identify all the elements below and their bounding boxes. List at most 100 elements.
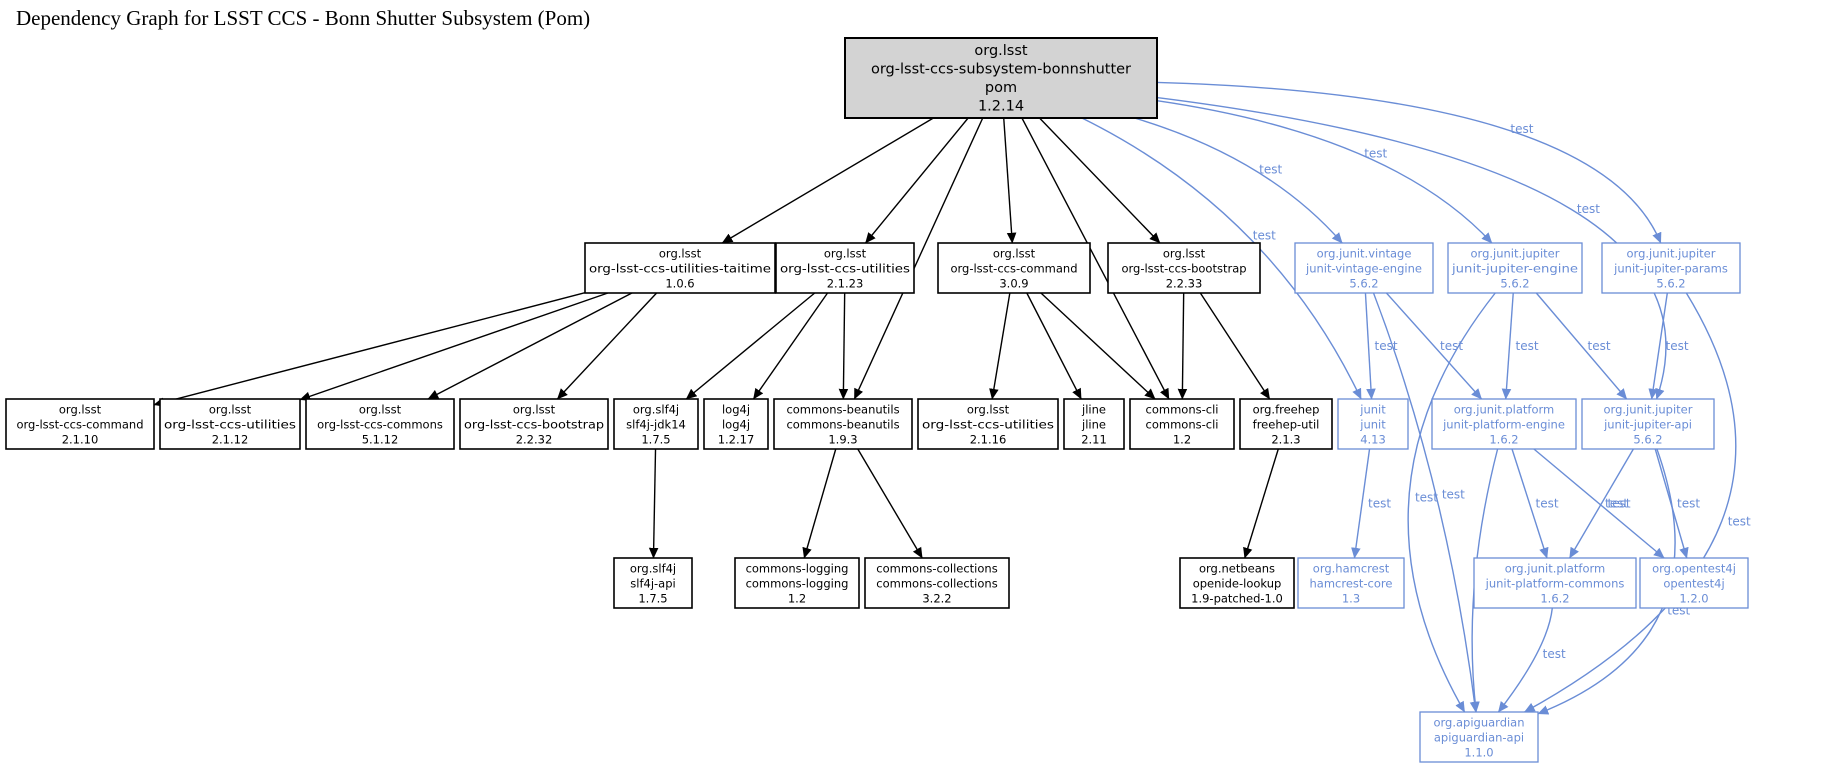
node-box[interactable] xyxy=(937,242,1091,294)
edge-scope-label: test xyxy=(1442,487,1465,501)
node-root[interactable]: org.lsstorg-lsst-ccs-subsystem-bonnshutt… xyxy=(844,37,1158,119)
edge-taitime-bootstrap2232 xyxy=(556,292,658,400)
edge-scope-label: test xyxy=(1510,122,1533,136)
node-box[interactable] xyxy=(613,398,699,450)
node-platformEngine[interactable]: org.junit.platformjunit-platform-engine1… xyxy=(1431,398,1577,450)
node-box[interactable] xyxy=(459,398,609,450)
edge-root-utilities23 xyxy=(864,117,969,244)
edge-scope-label: test xyxy=(1259,162,1282,176)
node-box[interactable] xyxy=(773,398,913,450)
edge-platformEngine-opentest4j xyxy=(1533,448,1665,559)
node-box[interactable] xyxy=(864,557,1010,609)
graph-title: Dependency Graph for LSST CCS - Bonn Shu… xyxy=(16,6,591,30)
edge-scope-label: test xyxy=(1368,497,1391,511)
node-box[interactable] xyxy=(1473,557,1637,609)
node-box[interactable] xyxy=(1337,398,1409,450)
node-box[interactable] xyxy=(1297,557,1405,609)
edge-jupiterEngine-apiguardian xyxy=(1407,292,1496,713)
node-box[interactable] xyxy=(917,398,1059,450)
edge-bootstrap233-freehep xyxy=(1199,292,1271,400)
node-box[interactable] xyxy=(1179,557,1295,609)
edge-scope-label: test xyxy=(1253,228,1276,242)
node-box[interactable] xyxy=(1107,242,1261,294)
node-box[interactable] xyxy=(775,242,915,294)
edge-taitime-commons5112 xyxy=(427,292,633,400)
edge-scope-label: test xyxy=(1605,497,1628,511)
node-box[interactable] xyxy=(1431,398,1577,450)
edge-root-jupiterApi xyxy=(1156,96,1667,400)
edge-root-params xyxy=(1156,81,1662,244)
node-box[interactable] xyxy=(305,398,455,450)
node-box[interactable] xyxy=(1419,711,1539,763)
node-box[interactable] xyxy=(1063,398,1125,450)
node-params[interactable]: org.junit.jupiterjunit-jupiter-params5.6… xyxy=(1601,242,1741,294)
node-box[interactable] xyxy=(844,37,1158,119)
node-box[interactable] xyxy=(1447,242,1583,294)
node-vintage[interactable]: org.junit.vintagejunit-vintage-engine5.6… xyxy=(1294,242,1434,294)
edge-scope-label: test xyxy=(1608,497,1631,511)
node-box[interactable] xyxy=(1601,242,1741,294)
edge-bootstrap233-commonsCli xyxy=(1177,292,1188,400)
node-jupiterEngine[interactable]: org.junit.jupiterjunit-jupiter-engine5.6… xyxy=(1447,242,1583,294)
edge-junit-hamcrest xyxy=(1351,448,1371,559)
node-box[interactable] xyxy=(1129,398,1235,450)
edge-scope-label: test xyxy=(1440,339,1463,353)
edge-jupiterApi-apiguardian xyxy=(1537,448,1676,715)
edge-root-vintage xyxy=(1134,117,1343,244)
node-box[interactable] xyxy=(613,557,693,609)
edge-freehep-openide xyxy=(1243,448,1279,559)
edge-platformCommons-apiguardian xyxy=(1497,607,1554,713)
edge-vintage-platformEngine xyxy=(1385,292,1483,400)
node-taitime[interactable]: org.lsstorg-lsst-ccs-utilities-taitime1.… xyxy=(584,242,776,294)
edge-root-command309 xyxy=(1003,117,1017,244)
node-commonsCollections[interactable]: commons-collectionscommons-collections3.… xyxy=(864,557,1010,609)
edge-utilities23-slf4jJdk14 xyxy=(685,292,816,400)
edge-vintage-junit xyxy=(1364,292,1376,400)
edge-root-junit xyxy=(1081,117,1362,400)
node-box[interactable] xyxy=(1294,242,1434,294)
nodes-layer: org.lsstorg-lsst-ccs-subsystem-bonnshutt… xyxy=(5,37,1749,763)
node-box[interactable] xyxy=(5,398,155,450)
node-box[interactable] xyxy=(1239,398,1333,450)
edge-scope-label: test xyxy=(1543,647,1566,661)
node-box[interactable] xyxy=(1639,557,1749,609)
node-box[interactable] xyxy=(703,398,769,450)
edge-utilities23-beanutils xyxy=(838,292,849,400)
node-box[interactable] xyxy=(159,398,301,450)
node-platformCommons[interactable]: org.junit.platformjunit-platform-commons… xyxy=(1473,557,1637,609)
node-box[interactable] xyxy=(734,557,860,609)
edge-utilities23-log4j xyxy=(752,292,829,400)
edge-jupiterEngine-platformEngine xyxy=(1501,292,1514,400)
edge-root-taitime xyxy=(721,117,934,244)
node-openide[interactable]: org.netbeansopenide-lookup1.9-patched-1.… xyxy=(1179,557,1295,609)
edge-vintage-apiguardian xyxy=(1372,292,1480,713)
edge-command309-jline xyxy=(1026,292,1082,400)
node-box[interactable] xyxy=(1581,398,1715,450)
edge-root-commonsCli xyxy=(1021,117,1170,400)
node-box[interactable] xyxy=(584,242,776,294)
edge-scope-label: test xyxy=(1415,490,1438,504)
